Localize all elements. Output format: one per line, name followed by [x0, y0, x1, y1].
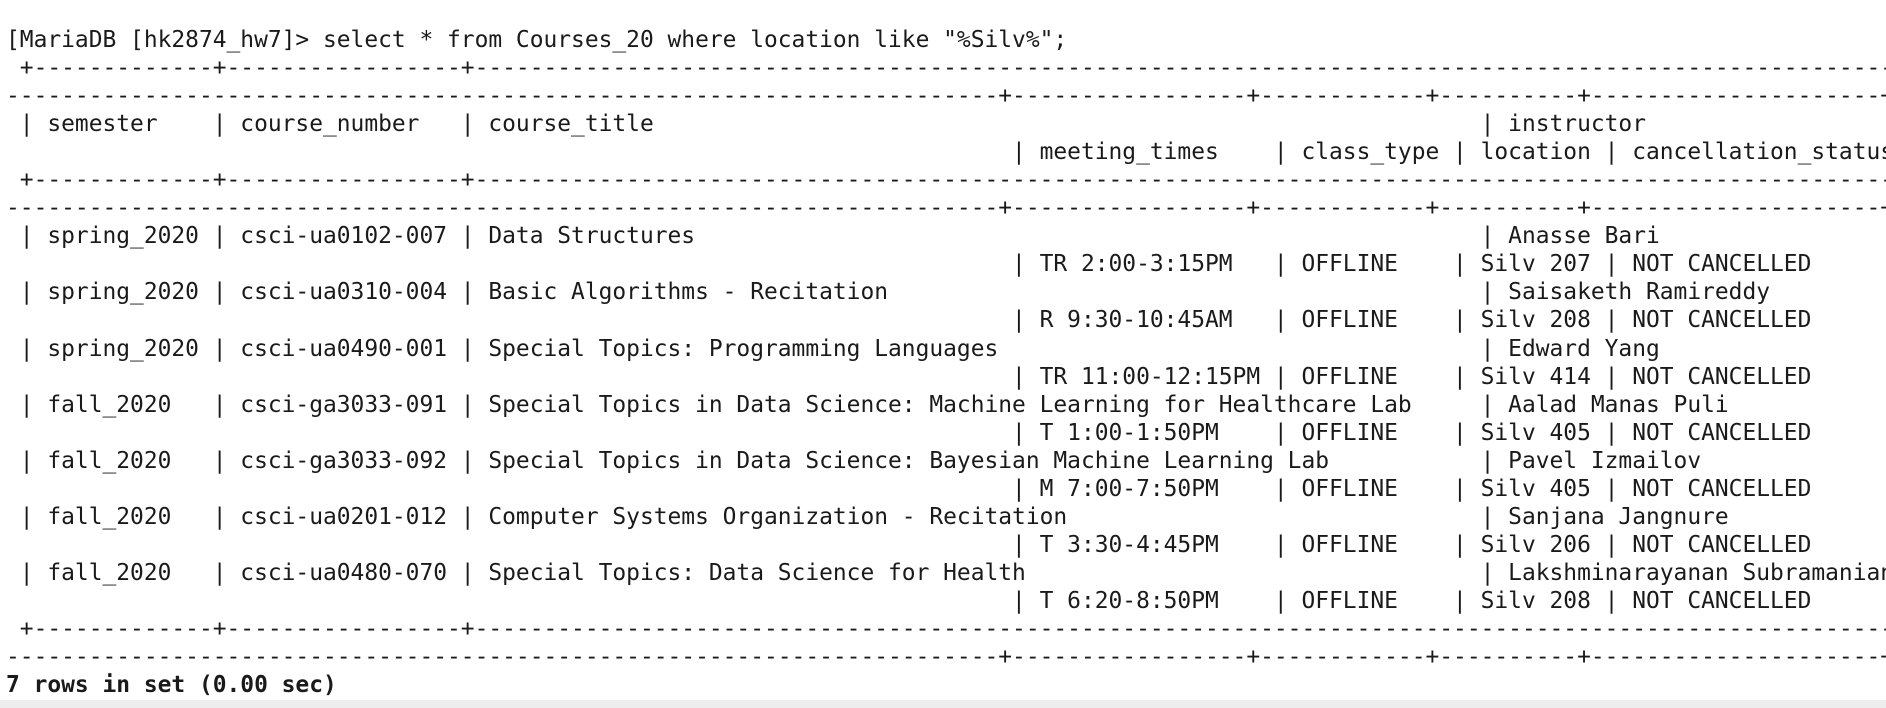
- table-border-top-a: +-------------+-----------------+-------…: [19, 55, 1886, 82]
- table-row-continuation: | T 1:00-1:50PM | OFFLINE | Silv 405 | N…: [6, 419, 1886, 446]
- bottom-edge-band: [0, 700, 1886, 708]
- table-row: | fall_2020 | csci-ua0201-012 | Computer…: [6, 503, 1729, 530]
- table-row-continuation: | R 9:30-10:45AM | OFFLINE | Silv 208 | …: [6, 307, 1886, 334]
- table-border-top-b: ----------------------------------------…: [6, 83, 1886, 110]
- result-summary: 7 rows in set (0.00 sec): [6, 672, 337, 699]
- table-row: | fall_2020 | csci-ga3033-091 | Special …: [6, 391, 1729, 418]
- table-row-continuation: | T 6:20-8:50PM | OFFLINE | Silv 208 | N…: [6, 587, 1886, 614]
- table-border-header-a: +-------------+-----------------+-------…: [19, 167, 1886, 194]
- terminal-output: [MariaDB [hk2874_hw7]> select * from Cou…: [6, 26, 1886, 699]
- table-row: | spring_2020 | csci-ua0102-007 | Data S…: [6, 223, 1660, 250]
- table-row: | spring_2020 | csci-ua0310-004 | Basic …: [6, 279, 1771, 306]
- table-row-continuation: | TR 2:00-3:15PM | OFFLINE | Silv 207 | …: [6, 251, 1886, 278]
- table-header-line-2: | meeting_times | class_type | location …: [6, 139, 1886, 166]
- table-row-continuation: | M 7:00-7:50PM | OFFLINE | Silv 405 | N…: [6, 475, 1886, 502]
- table-header-line-1: | semester | course_number | course_titl…: [6, 111, 1646, 138]
- table-row: | fall_2020 | csci-ga3033-092 | Special …: [6, 447, 1702, 474]
- table-row: | fall_2020 | csci-ua0480-070 | Special …: [6, 559, 1886, 586]
- prompt-command-line: [MariaDB [hk2874_hw7]> select * from Cou…: [6, 27, 1068, 53]
- table-border-bottom-b: ----------------------------------------…: [6, 644, 1886, 671]
- table-row-continuation: | T 3:30-4:45PM | OFFLINE | Silv 206 | N…: [6, 531, 1886, 558]
- table-border-bottom-a: +-------------+-----------------+-------…: [19, 615, 1886, 642]
- table-row-continuation: | TR 11:00-12:15PM | OFFLINE | Silv 414 …: [6, 363, 1886, 390]
- table-border-header-b: ----------------------------------------…: [6, 195, 1886, 222]
- table-row: | spring_2020 | csci-ua0490-001 | Specia…: [6, 335, 1660, 362]
